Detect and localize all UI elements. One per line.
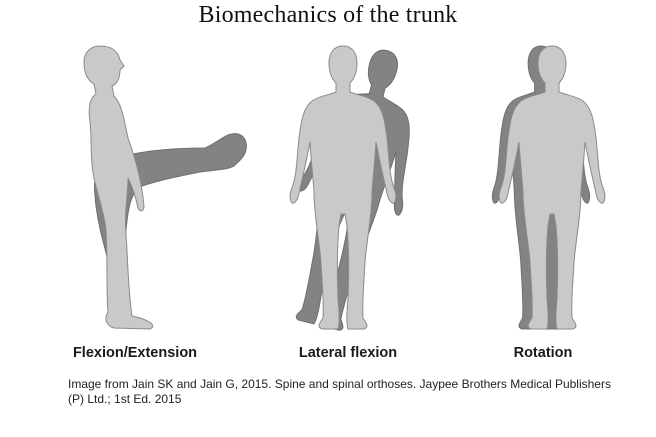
page-title: Biomechanics of the trunk — [198, 2, 458, 28]
caption-rotation: Rotation — [513, 345, 573, 361]
caption-flexion-extension: Flexion/Extension — [72, 345, 198, 361]
rotation-figure — [491, 45, 606, 330]
image-citation: Image from Jain SK and Jain G, 2015. Spi… — [68, 377, 611, 406]
upright-side-silhouette — [83, 45, 154, 330]
caption-lateral-flexion: Lateral flexion — [298, 345, 398, 361]
flexion-extension-figure — [83, 45, 247, 330]
lateral-flexion-figure — [267, 37, 439, 339]
